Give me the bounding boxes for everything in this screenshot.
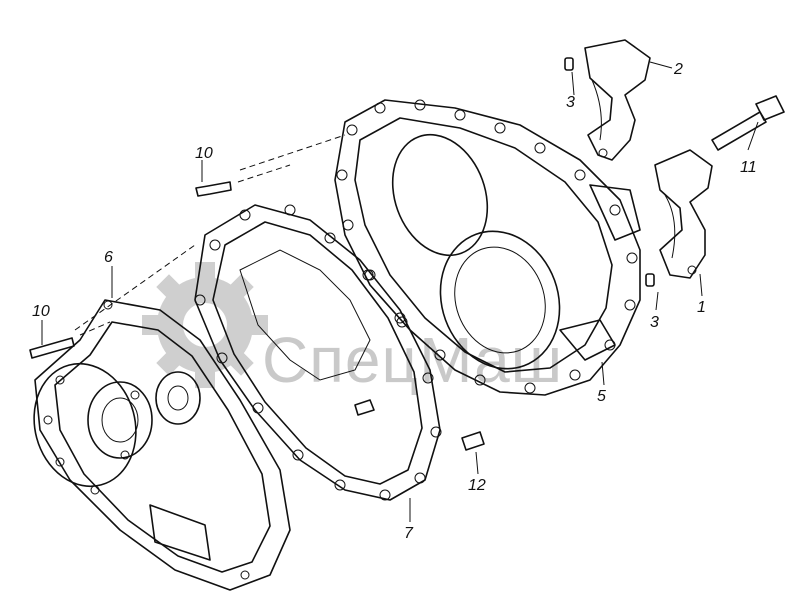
callout-7: 7 — [404, 525, 414, 542]
watermark-gear-icon — [142, 262, 268, 388]
part-6-cover — [33, 299, 291, 591]
callout-2: 2 — [673, 61, 683, 78]
callout-5: 5 — [597, 388, 606, 405]
callout-6: 6 — [104, 249, 113, 266]
part-1-bearing-cap — [654, 149, 713, 279]
part-3-pin-upper — [564, 57, 574, 71]
part-2-bearing-cap — [584, 39, 651, 161]
callout-10-lower: 10 — [32, 303, 50, 320]
callout-1: 1 — [697, 299, 706, 316]
part-3-pin-lower — [645, 273, 655, 287]
leader-lines — [41, 61, 759, 522]
alignment-line — [74, 244, 196, 331]
part-11-bolt — [711, 95, 785, 151]
part-12-stud — [354, 399, 485, 451]
alignment-line — [239, 134, 346, 171]
part-10-bolt-upper — [195, 164, 291, 197]
watermark: СпецМаш — [142, 262, 563, 396]
watermark-text: СпецМаш — [262, 324, 563, 396]
part-5-housing — [334, 99, 641, 396]
part-10-bolt-lower — [29, 321, 111, 359]
callout-3-upper: 3 — [566, 94, 575, 111]
callout-3-lower: 3 — [650, 314, 659, 331]
callout-11: 11 — [740, 159, 757, 176]
callout-10-upper: 10 — [195, 145, 213, 162]
part-7-gasket — [194, 204, 442, 501]
callout-12: 12 — [468, 477, 486, 494]
